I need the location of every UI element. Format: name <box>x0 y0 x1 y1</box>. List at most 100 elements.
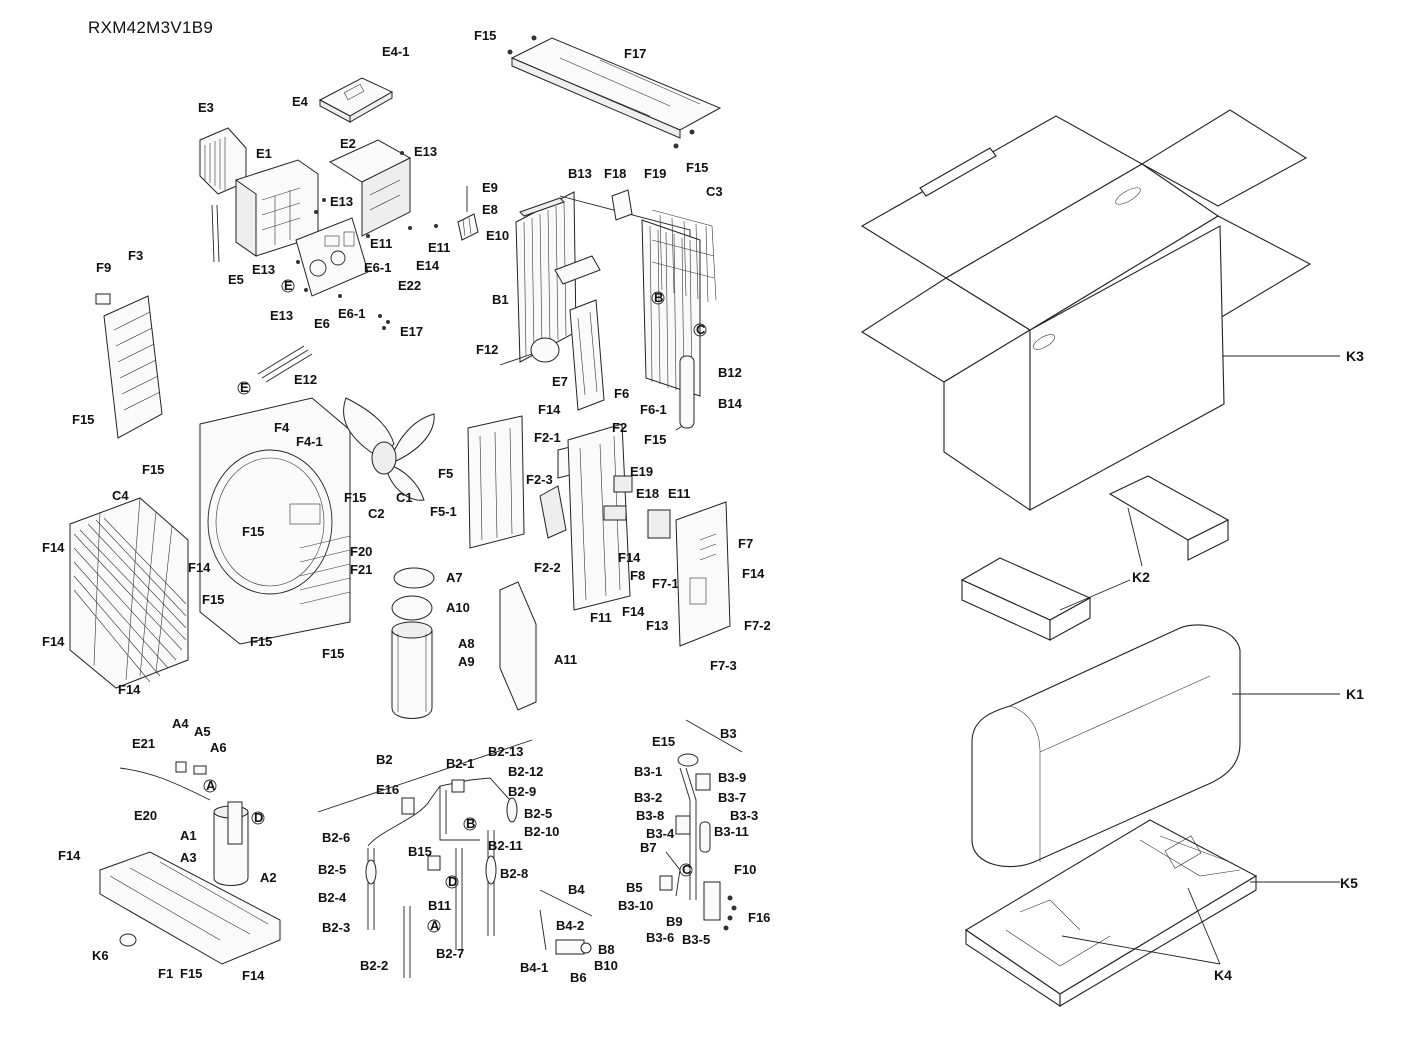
label-k2: K2 <box>1132 569 1150 585</box>
label-e10: E10 <box>486 228 509 243</box>
label-e6: E6 <box>314 316 330 331</box>
label-f8: F8 <box>630 568 645 583</box>
part-e4-cover <box>318 77 394 123</box>
label-f6-1: F6-1 <box>640 402 667 417</box>
part-f6-partition <box>554 255 605 411</box>
label-b12: B12 <box>718 365 742 380</box>
label-b3-2: B3-2 <box>634 790 662 805</box>
ref-a-2: A <box>430 918 440 933</box>
label-b2-6: B2-6 <box>322 830 350 845</box>
label-f19: F19 <box>644 166 666 181</box>
part-e6-pcb <box>295 217 369 297</box>
label-f14-4: F14 <box>42 634 65 649</box>
label-e9: E9 <box>482 180 498 195</box>
part-e18-e19-components <box>603 475 633 521</box>
label-b3-7: B3-7 <box>718 790 746 805</box>
part-k3-carton <box>860 109 1312 512</box>
label-k5: K5 <box>1340 875 1358 891</box>
label-b13: B13 <box>568 166 592 181</box>
label-f18: F18 <box>604 166 626 181</box>
part-f7-side-cover <box>647 501 731 647</box>
ref-c-2: C <box>682 862 692 877</box>
label-e11-3: E11 <box>668 486 690 501</box>
label-b5: B5 <box>626 880 643 895</box>
label-b7: B7 <box>640 840 657 855</box>
label-e14: E14 <box>416 258 440 273</box>
label-f5: F5 <box>438 466 453 481</box>
part-k2-pads <box>960 475 1230 641</box>
label-a4: A4 <box>172 716 189 731</box>
label-e19: E19 <box>630 464 653 479</box>
label-k4: K4 <box>1214 967 1232 983</box>
label-c4: C4 <box>112 488 129 503</box>
label-f14-3: F14 <box>188 560 211 575</box>
leader-k2 <box>1127 507 1143 567</box>
label-b2-12: B2-12 <box>508 764 543 779</box>
label-k3: K3 <box>1346 348 1364 364</box>
label-f5-1: F5-1 <box>430 504 457 519</box>
label-e18: E18 <box>636 486 659 501</box>
label-e22: E22 <box>398 278 421 293</box>
label-e4: E4 <box>292 94 309 109</box>
part-a4-a6-terminals <box>175 761 207 775</box>
part-f9-handle <box>95 293 111 305</box>
ref-e-2: E <box>240 380 249 395</box>
label-a6: A6 <box>210 740 227 755</box>
label-b3-9: B3-9 <box>718 770 746 785</box>
label-b4-1: B4-1 <box>520 960 548 975</box>
label-a2: A2 <box>260 870 277 885</box>
label-b2-2: B2-2 <box>360 958 388 973</box>
label-f6: F6 <box>614 386 629 401</box>
label-f2-1: F2-1 <box>534 430 561 445</box>
part-e5-wire <box>211 204 220 263</box>
label-k6: K6 <box>92 948 109 963</box>
part-c1-fan <box>343 397 435 501</box>
label-e1: E1 <box>256 146 272 161</box>
label-b3-11: B3-11 <box>714 824 749 839</box>
part-c3-guard <box>651 209 717 303</box>
label-e17: E17 <box>400 324 423 339</box>
label-a8: A8 <box>458 636 475 651</box>
label-e16: E16 <box>376 782 399 797</box>
label-e13-1: E13 <box>414 144 437 159</box>
label-b2: B2 <box>376 752 393 767</box>
label-b3-6: B3-6 <box>646 930 674 945</box>
label-b2-3: B2-3 <box>322 920 350 935</box>
ref-a-1: A <box>206 778 216 793</box>
label-b2-9: B2-9 <box>508 784 536 799</box>
label-b3-8: B3-8 <box>636 808 664 823</box>
label-f12: F12 <box>476 342 498 357</box>
leader-k4 <box>1061 887 1221 965</box>
label-f13: F13 <box>646 618 668 633</box>
label-f2-2: F2-2 <box>534 560 561 575</box>
part-b14-receiver <box>679 355 695 429</box>
label-c2: C2 <box>368 506 385 521</box>
label-b3: B3 <box>720 726 737 741</box>
part-e8-terminal <box>457 186 479 241</box>
label-e11-2: E11 <box>428 240 450 255</box>
ref-d-2: D <box>448 874 457 889</box>
label-f1: F1 <box>158 966 173 981</box>
label-f21: F21 <box>350 562 372 577</box>
label-b14: B14 <box>718 396 743 411</box>
part-k6-plug <box>119 933 137 947</box>
label-f11: F11 <box>590 610 612 625</box>
part-c4-grille <box>69 497 189 689</box>
b4-group-line <box>539 889 593 917</box>
label-e13-2: E13 <box>330 194 353 209</box>
label-f14-7: F14 <box>742 566 765 581</box>
part-e1-box <box>235 159 319 257</box>
part-f4-front-panel <box>199 397 351 645</box>
label-f15-11: F15 <box>180 966 202 981</box>
label-b3-3: B3-3 <box>730 808 758 823</box>
label-b2-5-b: B2-5 <box>318 862 346 877</box>
part-b4-valve <box>539 909 592 955</box>
label-f7-3: F7-3 <box>710 658 737 673</box>
label-c1: C1 <box>396 490 413 505</box>
label-e8: E8 <box>482 202 498 217</box>
label-e13-3: E13 <box>252 262 275 277</box>
label-a7: A7 <box>446 570 463 585</box>
part-k1-cushion <box>971 624 1241 868</box>
label-f17: F17 <box>624 46 646 61</box>
